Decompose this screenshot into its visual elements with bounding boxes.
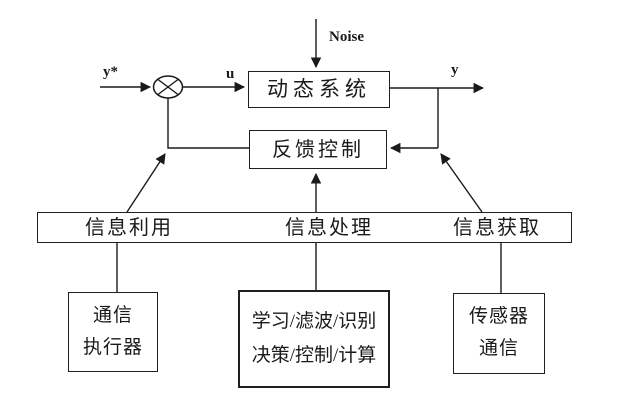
noise-label: Noise	[329, 29, 364, 45]
learn-decide-block: 学习/滤波/识别 决策/控制/计算	[238, 290, 390, 388]
reference-signal-label: y*	[103, 64, 118, 80]
sensor-comm-line2: 通信	[478, 338, 519, 359]
learn-decide-line2: 决策/控制/计算	[251, 344, 377, 366]
plant-block-label: 动态系统	[267, 76, 371, 101]
learn-decide-line1: 学习/滤波/识别	[251, 310, 377, 332]
information-band: 信息利用 信息处理 信息获取	[37, 212, 572, 243]
utilization-diagonal-arrow	[126, 153, 166, 213]
sensor-comm-line1: 传感器	[468, 306, 529, 328]
output-signal-label: y	[451, 62, 459, 78]
info-processing-label: 信息处理	[285, 216, 373, 239]
acquisition-diagonal-arrow	[440, 153, 483, 213]
info-utilization-label: 信息利用	[85, 216, 173, 239]
feedback-control-label: 反馈控制	[272, 138, 364, 161]
feedback-control-block: 反馈控制	[249, 130, 387, 169]
comm-actuator-line2: 执行器	[82, 336, 143, 358]
control-signal-label: u	[226, 66, 235, 82]
controller-to-junction-line	[167, 98, 249, 149]
plant-block: 动态系统	[248, 71, 390, 108]
sensor-comm-block: 传感器 通信	[453, 293, 545, 374]
info-acquisition-label: 信息获取	[453, 216, 541, 239]
comm-actuator-block: 通信 执行器	[68, 292, 158, 372]
comm-actuator-line1: 通信	[92, 304, 133, 326]
summing-junction-cross-2	[157, 78, 179, 96]
